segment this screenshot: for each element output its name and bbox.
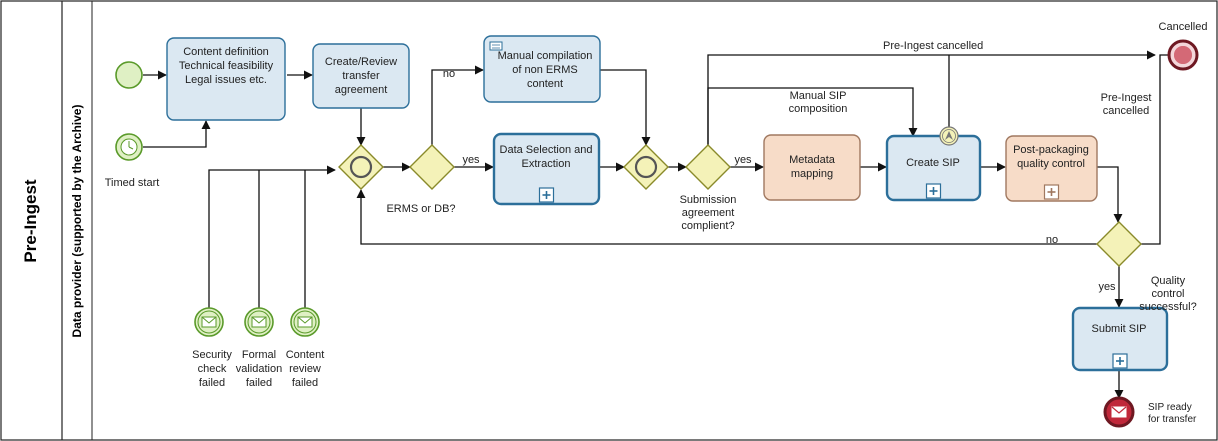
flow-label-yes-meta: yes bbox=[734, 154, 752, 166]
flow-label-yes-data: yes bbox=[462, 154, 480, 166]
flow-post-quality bbox=[1097, 166, 1123, 223]
gateway-merge-1[interactable] bbox=[338, 144, 384, 190]
message-event-formal-validation[interactable] bbox=[244, 307, 274, 337]
flow-submission-createsip bbox=[707, 87, 918, 145]
subprocess-marker-icon bbox=[925, 183, 942, 199]
flow-security-gw1 bbox=[208, 165, 336, 308]
task-submit-sip-label: Submit SIP bbox=[1091, 323, 1146, 335]
subprocess-marker-icon bbox=[538, 187, 555, 203]
escalation-icon bbox=[945, 131, 953, 140]
escalation-boundary-event[interactable] bbox=[939, 126, 959, 146]
flow-label-no-top: no bbox=[443, 68, 455, 80]
gateway-merge-2[interactable] bbox=[623, 144, 669, 190]
cancelled-label: Cancelled bbox=[1159, 21, 1208, 33]
timer-start-event[interactable] bbox=[115, 133, 143, 161]
flow-manual-gw2 bbox=[600, 69, 651, 146]
end-event-sip-ready[interactable] bbox=[1103, 396, 1135, 428]
start-event[interactable] bbox=[115, 61, 143, 89]
task-create-sip[interactable] bbox=[885, 134, 982, 202]
flow-timer-content bbox=[143, 120, 211, 148]
flow-label-pre-ingest-cancelled-top: Pre-Ingest cancelled bbox=[883, 40, 983, 52]
gateway-submission[interactable] bbox=[685, 144, 731, 190]
flow-ermsdb-manual bbox=[431, 65, 484, 145]
task-submit-sip[interactable] bbox=[1071, 306, 1169, 372]
task-post-packaging-qc[interactable] bbox=[1005, 135, 1098, 202]
gateway-quality[interactable] bbox=[1096, 221, 1142, 267]
task-data-selection[interactable] bbox=[492, 132, 601, 206]
flow-quality-cancelled bbox=[1141, 50, 1184, 245]
envelope-icon bbox=[297, 316, 313, 328]
gateway-ermsdb[interactable] bbox=[409, 144, 455, 190]
timed-start-label: Timed start bbox=[105, 177, 160, 189]
envelope-icon bbox=[1111, 406, 1127, 418]
task-manual-compilation[interactable] bbox=[483, 35, 601, 103]
message-event-content-review[interactable] bbox=[290, 307, 320, 337]
flow-label-no-back: no bbox=[1046, 234, 1058, 246]
subprocess-marker-icon bbox=[1043, 184, 1060, 200]
envelope-icon bbox=[251, 316, 267, 328]
flow-submission-cancelled bbox=[707, 50, 1156, 145]
gateway-ermsdb-label: ERMS or DB? bbox=[386, 203, 455, 215]
manual-task-icon bbox=[489, 41, 503, 51]
envelope-icon bbox=[201, 316, 217, 328]
task-create-sip-label: Create SIP bbox=[906, 157, 960, 169]
message-event-security-check[interactable] bbox=[194, 307, 224, 337]
flow-label-yes-submit: yes bbox=[1098, 281, 1116, 293]
task-content-definition[interactable] bbox=[166, 37, 286, 121]
task-create-review-agreement[interactable] bbox=[312, 43, 410, 109]
end-event-cancelled[interactable] bbox=[1167, 39, 1199, 71]
task-metadata-mapping[interactable] bbox=[763, 134, 861, 201]
flow-quality-no-back bbox=[356, 189, 1097, 245]
subprocess-marker-icon bbox=[1112, 353, 1128, 369]
